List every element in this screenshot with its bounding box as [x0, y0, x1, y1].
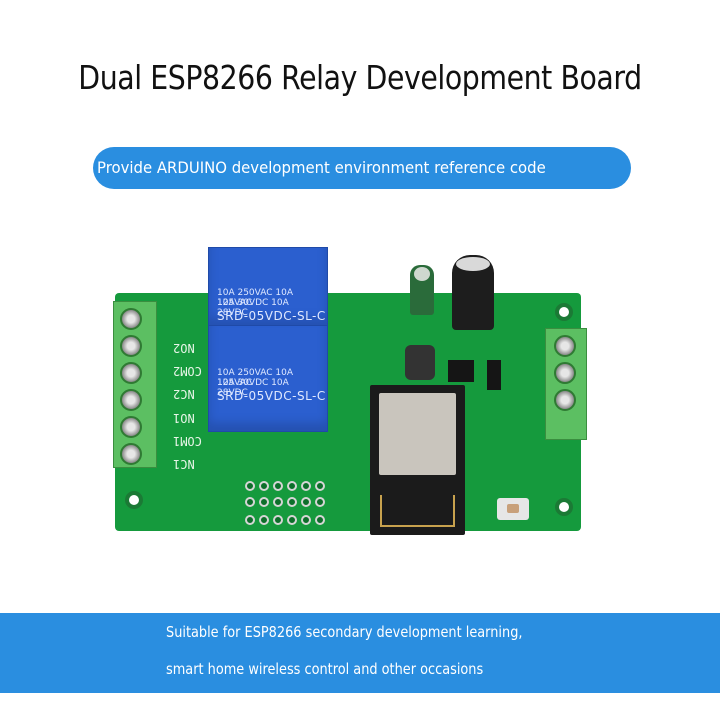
pin-label-com1: COM1 [173, 434, 202, 448]
relay-1: 10A 250VAC 10A 125VAC 10A 30VDC 10A 28VD… [208, 325, 328, 432]
electrolytic-capacitor [452, 255, 494, 330]
regulator-chip [448, 360, 474, 382]
pin-label-no1: NO1 [173, 411, 195, 425]
inductor [405, 345, 435, 380]
mount-hole [125, 491, 143, 509]
pin-label-nc2: NC2 [173, 387, 195, 401]
pin-header [245, 497, 325, 507]
relay-2: 10A 250VAC 10A 125VAC 10A 30VDC 10A 28VD… [208, 247, 328, 327]
rf-shield [379, 393, 456, 475]
reset-button [497, 498, 529, 520]
page-title: Dual ESP8266 Relay Development Board [78, 58, 642, 97]
diode [487, 360, 501, 390]
subtitle-banner: Provide ARDUINO development environment … [93, 147, 631, 189]
left-screw-terminal [113, 301, 157, 468]
subtitle-text: Provide ARDUINO development environment … [97, 158, 546, 177]
capacitor [410, 265, 434, 315]
pin-header [245, 481, 325, 491]
pcb-board-image: NO2 COM2 NC2 NO1 COM1 NC1 [113, 293, 587, 531]
pcb-antenna [380, 495, 455, 527]
pin-label-com2: COM2 [173, 364, 202, 378]
banner-line-2: smart home wireless control and other oc… [166, 660, 484, 678]
mount-hole [555, 303, 573, 321]
bottom-banner: Suitable for ESP8266 secondary developme… [0, 613, 720, 693]
pin-label-nc1: NC1 [173, 457, 195, 471]
pin-label-no2: NO2 [173, 341, 195, 355]
right-screw-terminal [545, 328, 587, 440]
pin-header [245, 515, 325, 525]
esp8266-module [370, 385, 465, 535]
mount-hole [555, 498, 573, 516]
banner-line-1: Suitable for ESP8266 secondary developme… [166, 623, 523, 641]
